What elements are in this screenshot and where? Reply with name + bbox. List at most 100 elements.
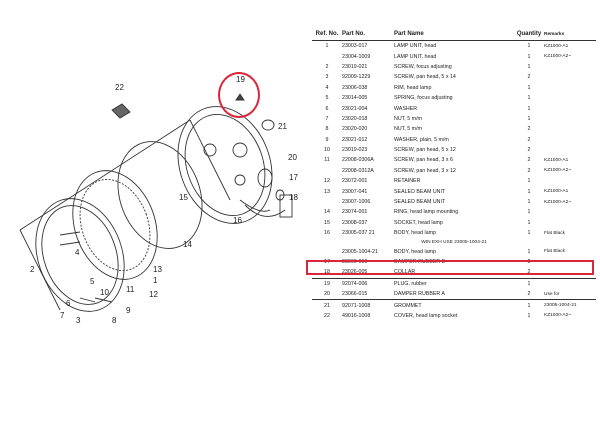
callout-6: 6 [66,299,71,308]
cell-quantity: 2 [527,291,531,298]
cell-quantity: 1 [527,178,531,185]
cell-part-name: RETAINER [394,178,421,185]
cell-ref: 16 [324,230,330,237]
cell-part-no: 23066-016 [342,259,368,265]
cell-ref: 5 [325,95,329,102]
callout-1: 1 [153,276,158,285]
cell-part-no: 23007-1006 [342,199,371,206]
cell-part-no: 92071-1008 [342,302,371,309]
callout-3: 3 [76,316,81,325]
callout-7: 7 [60,311,65,320]
cell-part-no: 23021-004 [342,105,368,112]
cell-remarks: KZ1000-A2~ [544,54,572,60]
cell-part-name: RING, head lamp mounting [394,209,459,216]
cell-ref: 1 [325,43,329,50]
cell-part-no: 23005-037 21 [342,230,375,237]
cell-part-no: 22008-0306A [342,157,374,164]
body-outline [177,106,273,224]
cell-part-no: 23072-001 [342,178,368,185]
cell-remarks: Flat Black [544,249,566,255]
col-part-name: Part Name [394,31,424,37]
cell-quantity: 1 [527,188,531,195]
cell-part-name: SOCKET, head lamp [394,219,443,226]
cell-ref: 19 [324,280,330,287]
table-header: Ref. No. Part No. Part Name Quantity Rem… [312,28,596,41]
headlamp-exploded-diagram: 22 19 21 15 20 17 18 16 14 13 1 12 11 2 … [19,75,298,325]
cell-part-name: BODY, head lamp [394,248,437,255]
cell-ref: 2 [325,63,329,70]
cell-part-no: 23006-038 [342,84,368,91]
cell-quantity: 1 [527,105,531,112]
cell-ref: 13 [324,188,330,195]
callout-16: 16 [233,216,242,225]
cell-ref: 8 [325,126,329,133]
cell-part-no: 23003-017 [342,43,368,50]
cell-remarks: KZ1000-A1 [544,43,569,49]
cell-remarks: KZ1000-A1 [544,157,569,163]
cell-ref: 4 [325,84,329,91]
cell-part-no: 23014-005 [342,95,368,102]
cell-part-no: 23021-012 [342,136,368,143]
table-row: 6 23021-004 WASHER 1 [312,103,596,113]
cell-quantity: 2 [527,259,531,265]
cell-part-no: 23026-005 [342,269,368,276]
cell-part-no: 23074-001 [342,209,368,216]
callout-14: 14 [183,240,192,249]
cell-quantity: 1 [527,95,531,102]
cell-quantity: 1 [527,199,531,206]
cell-part-name: SPRING, focus adjusting [394,95,453,102]
cell-ref: 3 [325,74,329,81]
cell-part-name: GROMMET [394,302,422,309]
cell-quantity: 2 [527,126,531,133]
col-quantity: Quantity [516,31,542,37]
cell-ref: 20 [324,291,330,298]
cell-part-no: 22008-0312A [342,167,374,174]
cell-remarks: KZ1000-A2~ [544,313,572,319]
cell-quantity: 1 [527,63,531,70]
cell-part-no: 92009-1229 [342,74,371,81]
cell-quantity: 2 [527,157,531,164]
cell-part-name: SCREW, pan head, 5 x 12 [394,147,456,154]
cell-ref: 14 [324,209,330,216]
cell-part-name: WASHER, plain, 5 m/m [394,136,449,143]
cell-part-no: 23019-021 [342,63,368,70]
cell-part-name: WASHER [394,105,418,112]
cell-part-name: SEALED BEAM UNIT [394,199,446,206]
cell-part-name: PLUG, rubber [394,280,427,287]
table-subnote: WIN EXH USE 23005-1004-21 [312,238,596,246]
cell-remarks: Flat Black [544,230,566,236]
cell-ref: 6 [325,105,329,112]
cell-remarks: Use for [544,291,560,297]
cell-part-name: DAMPER RUBBER B [394,259,446,265]
cell-ref: 10 [324,147,330,154]
callout-5: 5 [90,277,95,286]
cell-part-no: 92074-006 [342,280,368,287]
cell-part-no: 23020-020 [342,126,368,133]
cell-ref: 11 [324,157,330,164]
cell-part-name: LAMP UNIT, head [394,53,437,60]
callout-15: 15 [179,193,188,202]
cell-quantity: 1 [527,248,531,255]
cell-ref: 22 [324,312,330,319]
cell-part-name: SCREW, focus adjusting [394,63,452,70]
cell-quantity: 1 [527,302,531,309]
cell-part-name: NUT, 5 m/m [394,115,422,122]
